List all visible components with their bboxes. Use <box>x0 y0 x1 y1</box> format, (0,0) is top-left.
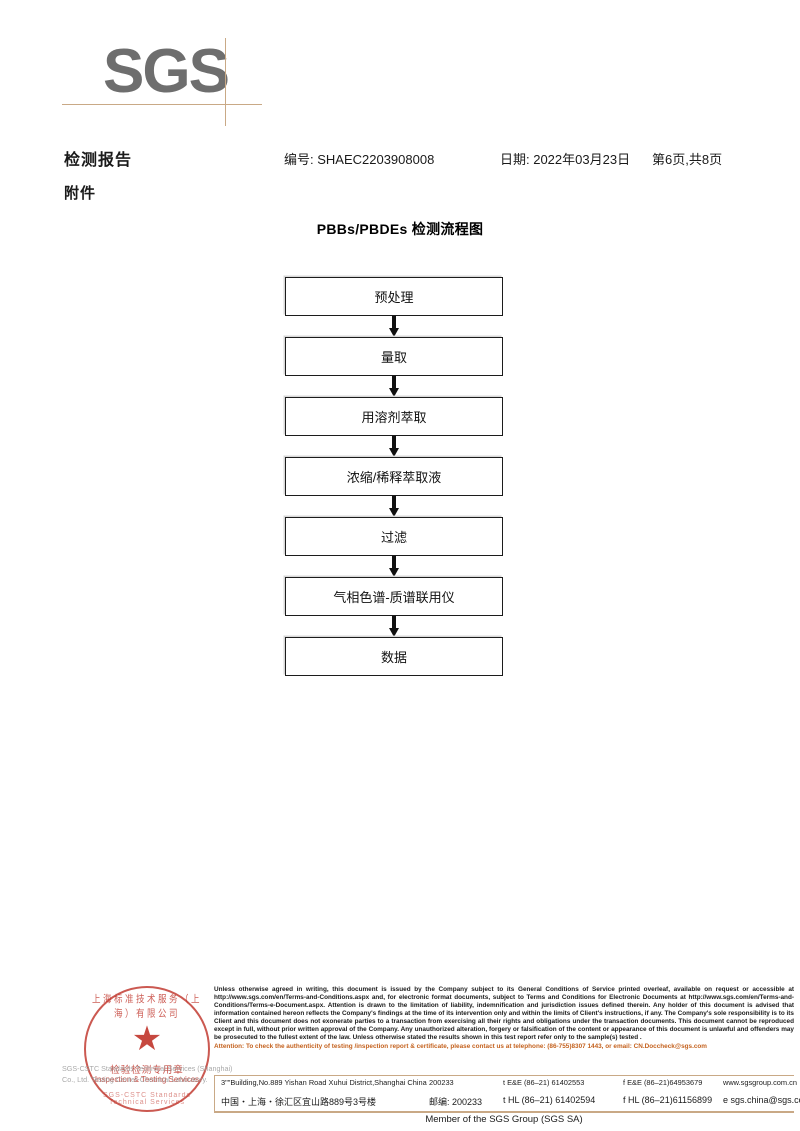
logo-horizontal-rule <box>62 104 262 105</box>
flow-node-concentrate-dilute: 浓缩/稀释萃取液 <box>285 457 503 496</box>
telephone-ee: t E&E (86–21) 61402553 <box>503 1078 585 1087</box>
flowchart-title: PBBs/PBDEs 检测流程图 <box>316 221 484 237</box>
flow-node-filtration: 过滤 <box>285 517 503 556</box>
seal-watermark-text: SGS-CSTC Standards Technical Services (S… <box>62 1064 233 1084</box>
flow-node-gcms: 气相色谱-质谱联用仪 <box>285 577 503 616</box>
postcode-chinese: 邮编: 200233 <box>429 1097 483 1107</box>
footer-divider <box>214 1111 794 1113</box>
fax-ee: f E&E (86–21)64953679 <box>623 1078 703 1087</box>
flow-arrow-5 <box>285 556 503 577</box>
report-date: 日期: 2022年03月23日 <box>500 152 631 167</box>
flow-arrow-1 <box>285 316 503 337</box>
address-chinese: 中国・上海・徐汇区宜山路889号3号楼 <box>221 1097 377 1107</box>
seal-ring <box>84 986 210 1112</box>
report-number: 编号: SHAEC2203908008 <box>284 152 435 167</box>
postcode-english: 200233 <box>429 1078 454 1087</box>
legal-disclaimer: Unless otherwise agreed in writing, this… <box>214 986 794 1051</box>
website-link[interactable]: www.sgsgroup.com.cn <box>723 1078 797 1087</box>
flow-arrow-4 <box>285 496 503 517</box>
inspection-seal-stamp: 上海标准技术服务（上海）有限公司 ★ 检验检测专用章 Inspection & … <box>84 986 210 1112</box>
seal-bottom-arc-text: SGS-CSTC Standards Technical Services <box>102 1092 192 1106</box>
flow-node-data: 数据 <box>285 637 503 676</box>
sgs-logo-text: SGS <box>103 37 230 106</box>
seal-english-text: Inspection & Testing Services <box>94 1075 200 1084</box>
logo-vertical-rule <box>225 38 226 126</box>
report-header: 检测报告 编号: SHAEC2203908008 日期: 2022年03月23日… <box>64 146 754 170</box>
page-title: 检测报告 <box>64 152 133 169</box>
flow-arrow-2 <box>285 376 503 397</box>
flow-node-pretreatment: 预处理 <box>285 277 503 316</box>
page-number: 第6页,共8页 <box>652 152 723 167</box>
attention-notice: Attention: To check the authenticity of … <box>214 1043 707 1050</box>
seal-chinese-text: 检验检测专用章 <box>110 1065 184 1076</box>
flowchart: 预处理 量取 用溶剂萃取 浓缩/稀释萃取液 过滤 气相色谱-质谱联用仪 数据 <box>285 277 503 676</box>
sgs-logo: SGS <box>62 37 263 126</box>
section-subtitle: 附件 <box>64 185 97 202</box>
address-block: 3""Building,No.889 Yishan Road Xuhui Dis… <box>214 1075 800 1111</box>
star-icon: ★ <box>131 1020 163 1058</box>
flow-arrow-3 <box>285 436 503 457</box>
flow-arrow-6 <box>285 616 503 637</box>
seal-top-arc-text: 上海标准技术服务（上海）有限公司 <box>91 992 202 1020</box>
member-notice: Member of the SGS Group (SGS SA) <box>425 1114 583 1125</box>
telephone-hl: t HL (86–21) 61402594 <box>503 1095 596 1105</box>
fax-hl: f HL (86–21)61156899 <box>623 1095 713 1105</box>
address-english: 3""Building,No.889 Yishan Road Xuhui Dis… <box>221 1078 427 1087</box>
legal-body-text: Unless otherwise agreed in writing, this… <box>214 986 794 1041</box>
email-link[interactable]: e sgs.china@sgs.com <box>723 1095 800 1105</box>
flow-node-measure: 量取 <box>285 337 503 376</box>
address-row-english: 3""Building,No.889 Yishan Road Xuhui Dis… <box>215 1076 797 1093</box>
address-row-chinese: 中国・上海・徐汇区宜山路889号3号楼 邮编: 200233 t HL (86–… <box>215 1093 800 1110</box>
flow-node-solvent-extraction: 用溶剂萃取 <box>285 397 503 436</box>
